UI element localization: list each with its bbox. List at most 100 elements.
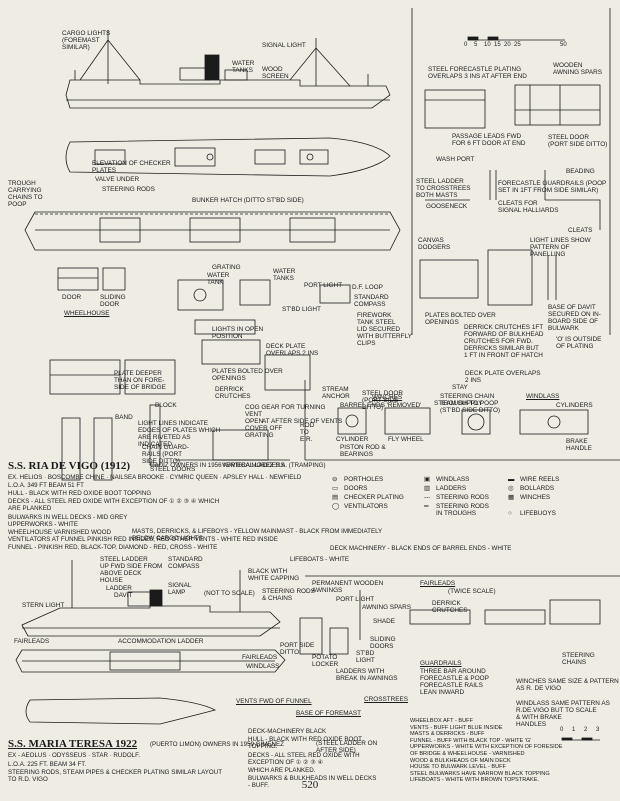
tick-label: 50: [560, 42, 567, 48]
ria-deck-machinery: DECK MACHINERY - BLACK ENDS OF BARREL EN…: [330, 545, 512, 552]
label-gooseneck: GOOSENECK: [426, 203, 468, 210]
label-standard-compass: STANDARD COMPASS: [354, 294, 389, 308]
maria-hull: HULL - BLACK WITH RED OXIDE BOOT TOPPING…: [248, 736, 362, 751]
mt-label-signal-lamp: SIGNAL LAMP: [168, 582, 192, 596]
label-bunker-hatch: BUNKER HATCH (DITTO ST'BD SIDE): [192, 197, 304, 204]
ria-ex-names: EX. HELIOS · BOSCOMBE CHINE · NAILSEA BR…: [8, 474, 302, 481]
key-lifebuoys: LIFEBUOYS: [520, 510, 556, 517]
mt-label-davit: DAVIT: [114, 592, 133, 599]
key-ladders: LADDERS: [436, 485, 467, 492]
label-open-cover: OPEN COVER OFF GRATING: [245, 418, 283, 439]
bridge-front-detail: [49, 354, 311, 395]
ria-hull: HULL - BLACK WITH RED OXIDE BOOT TOPPING: [8, 490, 152, 497]
label-passage: PASSAGE LEADS FWD FOR 6 FT DOOR AT END: [452, 133, 526, 147]
maria-owners: (PUERTO LIMON) OWNERS IN 1959 GIMENEZ: [150, 741, 284, 748]
label-steering-chain: STEERING CHAIN TROUGH TO POOP (ST'BD SID…: [440, 393, 501, 414]
label-deck-plate-overlaps: DECK PLATE OVERLAPS 2 INS: [266, 343, 319, 357]
symbol-key: ⊖ PORTHOLES ▭ DOORS ▤ CHECKER PLATING ◯ …: [332, 476, 612, 534]
ria-owners: CADIZ OWNERS IN 1956 NAVIERA MOREZ S.A. …: [150, 462, 326, 469]
label-cleats: CLEATS: [568, 227, 593, 234]
ria-lifeboats: LIFEBOATS - WHITE: [290, 556, 350, 563]
tick-label: 0: [560, 727, 564, 733]
mt-label-steering-chains: STEERING CHAINS: [562, 652, 595, 666]
label-wood-screen: WOOD SCREEN: [262, 66, 289, 80]
label-valve-under: VALVE UNDER: [95, 176, 140, 183]
key-winches: WINCHES: [520, 494, 551, 501]
label-windlass: WINDLASS: [526, 393, 560, 400]
label-base-davit: BASE OF DAVIT SECURED ON IN- BOARD SIDE …: [548, 304, 601, 332]
label-port-light: PORT LIGHT: [304, 282, 343, 289]
label-plates-bolted-2: PLATES BOLTED OVER OPENINGS: [212, 368, 283, 382]
mt-label-steel-ladder: STEEL LADDER UP FWD SIDE FROM ABOVE DECK…: [100, 556, 163, 584]
mt-label-shade: SHADE: [373, 618, 396, 625]
wheelhouse-detail: [57, 267, 126, 291]
label-water-tanks-2: WATER TANKS: [273, 268, 296, 282]
key-ventilators-icon: ◯: [332, 503, 340, 510]
label-elevation-checker: ELEVATION OF CHECKER PLATES: [92, 160, 171, 174]
mt-label-windlass-note: WINDLASS SAME PATTERN AS R.DE.VIGO BUT T…: [516, 700, 610, 728]
label-steel-ladder: STEEL LADDER TO CROSSTREES BOTH MASTS: [416, 178, 471, 199]
mini-scale-bar: [561, 737, 600, 741]
label-chain-guard: CHAIN GUARD- RAILS (PORT SIDE DITTO): [142, 444, 189, 465]
tick-label: 5: [474, 42, 478, 48]
ria-colours: BULWARKS IN WELL DECKS - MID GREY UPPERW…: [8, 514, 278, 551]
key-windlass-icon: ▣: [424, 476, 431, 483]
maria-title: S.S. MARIA TERESA 1922: [8, 738, 138, 750]
maria-bulwarks: BULWARKS & BULKHEADS IN WELL DECKS - BUF…: [248, 775, 377, 790]
label-forecastle-rails: FORECASTLE GUARDRAILS (POOP SET IN 1FT F…: [498, 180, 607, 194]
tick-label: 2: [584, 727, 588, 733]
key-doors-icon: ▭: [332, 485, 339, 492]
ria-title: S.S. RIA DE VIGO (1912): [8, 460, 131, 472]
davit-detail: [419, 249, 557, 306]
label-steel-doors: STEEL DOORS: [150, 466, 196, 473]
maria-steering: STEERING RODS, STEAM PIPES & CHECKER PLA…: [8, 769, 222, 784]
mt-label-twice-scale: (TWICE SCALE): [448, 588, 496, 595]
label-firework: FIREWORK TANK STEEL LID SECURED WITH BUT…: [357, 312, 412, 347]
maria-decks: DECKS - ALL STEEL RED OXIDE WITH EXCEPTI…: [248, 752, 360, 774]
label-water-tank: WATER TANK: [207, 272, 230, 286]
label-light-lines: LIGHT LINES SHOW PATTERN OF PANELLING: [530, 237, 591, 258]
tick-label: 10: [484, 42, 491, 48]
label-canvas-dodgers: CANVAS DODGERS: [418, 237, 451, 251]
scale-bar: [467, 36, 565, 41]
mt-label-accommodation-ladder: ACCOMMODATION LADDER: [118, 638, 204, 645]
label-brake-handle: BRAKE HANDLE: [566, 438, 592, 452]
vents-detail: [61, 404, 290, 481]
label-signal-light: SIGNAL LIGHT: [262, 42, 306, 49]
ria-decks: DECKS - ALL STEEL RED OXIDE WITH EXCEPTI…: [8, 498, 220, 513]
key-checker-icon: ▤: [332, 494, 339, 501]
key-lifebuoys-icon: ○: [508, 510, 512, 517]
key-ventilators: VENTILATORS: [344, 503, 388, 510]
label-steel-door: STEEL DOOR (PORT SIDE DITTO): [548, 134, 608, 148]
key-doors: DOORS: [344, 485, 368, 492]
mt-label-fairleads: FAIRLEADS: [14, 638, 50, 645]
label-sliding-door: SLIDING DOOR: [100, 294, 126, 308]
steel-ladder-detail: [425, 170, 601, 230]
label-rod-er: ROD TO E.R.: [300, 422, 315, 443]
label-water-tanks: WATER TANKS: [232, 60, 255, 74]
mt-label-port-side-ditto: PORT SIDE DITTO: [280, 642, 315, 656]
ria-profile: [65, 30, 391, 109]
key-steering-troughs: STEERING RODS IN TROUGHS: [436, 503, 489, 517]
water-tank-detail: [177, 279, 351, 365]
label-winches: WINCHES: [372, 394, 403, 401]
label-door: DOOR: [62, 294, 82, 301]
mt-label-ladder: LADDER: [106, 585, 132, 592]
mt-label-stern-light: STERN LIGHT: [22, 602, 65, 609]
label-steering-rods: STEERING RODS: [102, 186, 155, 193]
key-wire-reels: WIRE REELS: [520, 476, 560, 483]
mt-label-stbd-light: ST'BD LIGHT: [356, 650, 375, 664]
mt-label-fairleads-title: FAIRLEADS: [420, 580, 456, 587]
maria-deck-machinery: DECK-MACHINERY BLACK: [248, 728, 327, 735]
mt-label-fairleads-2: FAIRLEADS: [242, 654, 278, 661]
key-portholes-icon: ⊖: [332, 476, 338, 483]
label-after-vents: AT AFTER SIDE OF VENTS: [262, 418, 343, 425]
label-steel-door-2: STEEL DOOR (PORT SIDE DITTO): [362, 390, 403, 411]
mt-label-base-foremast: BASE OF FOREMAST: [296, 710, 361, 717]
mt-label-potato-locker: POTATO LOCKER: [312, 654, 339, 668]
mt-label-not-to-scale: (NOT TO SCALE): [204, 590, 255, 597]
label-cylinder: CYLINDER: [336, 436, 369, 443]
ria-masts: MASTS, DERRICKS, & LIFEBOYS - YELLOW MAI…: [132, 528, 383, 543]
mt-label-guardrails: GUARDRAILS: [420, 660, 462, 667]
mt-label-guardrails-text: THREE BAR AROUND FORECASTLE & POOP FOREC…: [420, 668, 489, 696]
